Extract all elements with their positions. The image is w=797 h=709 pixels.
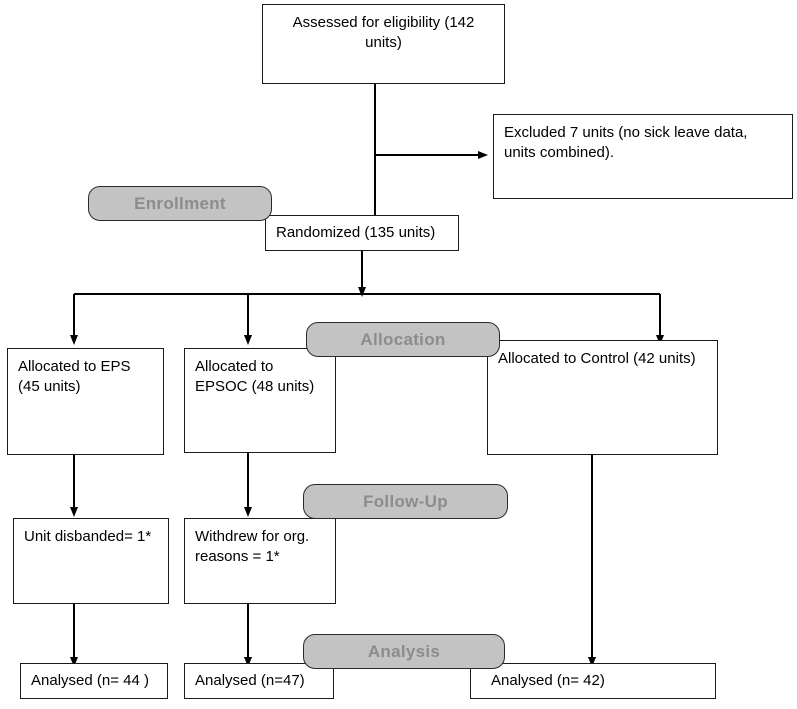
box-assessed-for-eligibility: Assessed for eligibility (142 units) bbox=[262, 4, 505, 84]
banner-followup: Follow-Up bbox=[303, 484, 508, 519]
box-followup-eps: Unit disbanded= 1* bbox=[13, 518, 169, 604]
box-analysed-eps: Analysed (n= 44 ) bbox=[20, 663, 168, 699]
box-allocated-epsoc: Allocated to EPSOC (48 units) bbox=[184, 348, 336, 453]
box-analysed-epsoc: Analysed (n=47) bbox=[184, 663, 334, 699]
box-analysed-control: Analysed (n= 42) bbox=[470, 663, 716, 699]
banner-enrollment: Enrollment bbox=[88, 186, 272, 221]
box-allocated-control: Allocated to Control (42 units) bbox=[487, 340, 718, 455]
box-randomized: Randomized (135 units) bbox=[265, 215, 459, 251]
box-allocated-eps: Allocated to EPS (45 units) bbox=[7, 348, 164, 455]
box-excluded: Excluded 7 units (no sick leave data, un… bbox=[493, 114, 793, 199]
banner-allocation: Allocation bbox=[306, 322, 500, 357]
box-followup-epsoc: Withdrew for org. reasons = 1* bbox=[184, 518, 336, 604]
banner-analysis: Analysis bbox=[303, 634, 505, 669]
